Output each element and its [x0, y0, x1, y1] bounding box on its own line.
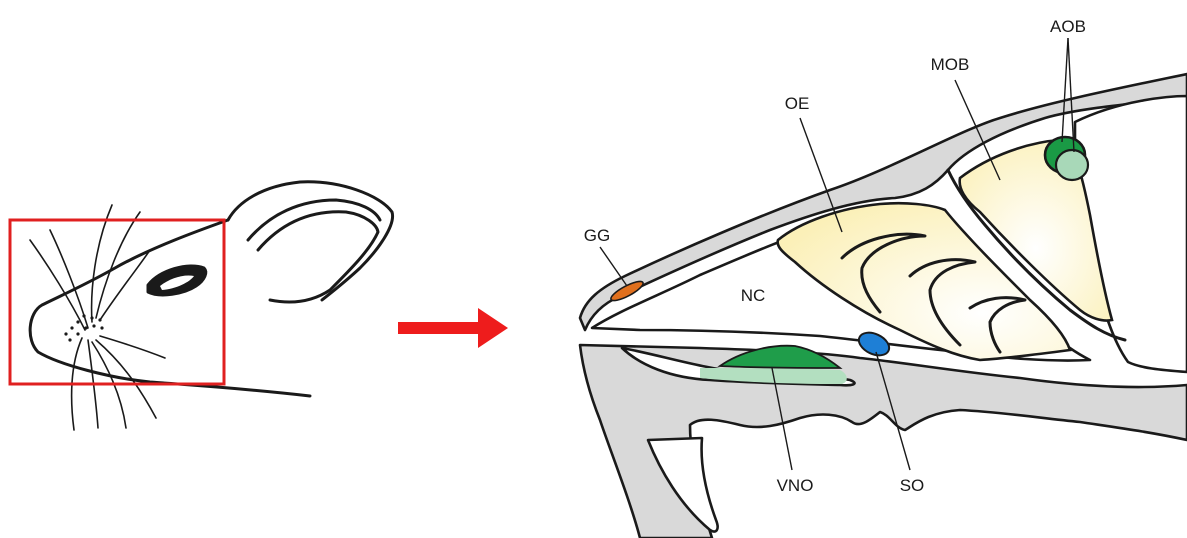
arrow — [398, 308, 508, 348]
label-nc: NC — [741, 286, 766, 305]
label-mob: MOB — [931, 55, 970, 74]
ear — [228, 182, 393, 300]
sagittal-section — [580, 38, 1187, 538]
label-vno: VNO — [777, 476, 814, 495]
highlight-box — [10, 220, 224, 384]
aob-light — [1056, 150, 1088, 180]
label-gg: GG — [584, 226, 610, 245]
label-aob: AOB — [1050, 17, 1086, 36]
mouse-head — [10, 182, 393, 430]
label-so: SO — [900, 476, 925, 495]
label-oe: OE — [785, 94, 810, 113]
